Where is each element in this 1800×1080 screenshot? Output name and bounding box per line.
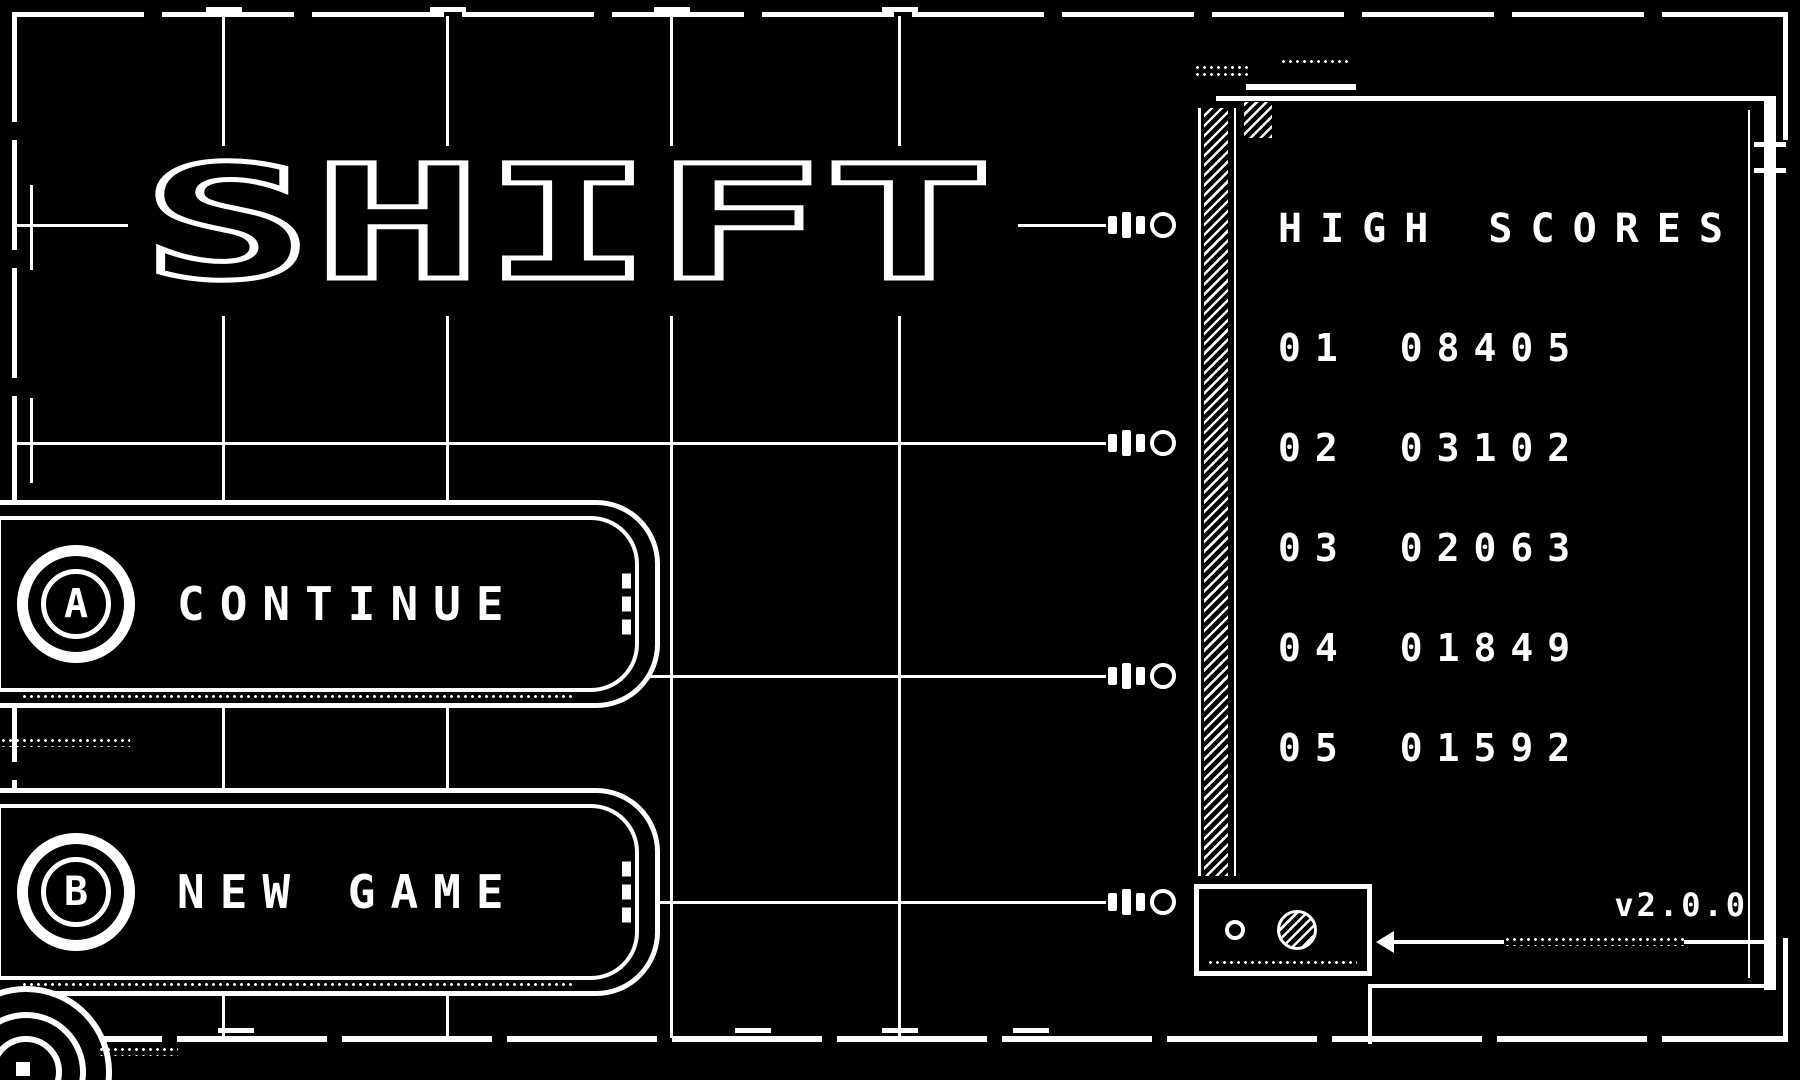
- continue-button-label: CONTINUE: [177, 577, 519, 631]
- button-edge-ornament: [622, 861, 631, 923]
- frame-left-bracket: [30, 185, 33, 270]
- new-game-button-label: NEW GAME: [177, 865, 519, 919]
- button-edge-ornament: [622, 573, 631, 635]
- gamepad-a-icon: A: [17, 545, 135, 663]
- dotted-ornament: [98, 1046, 178, 1056]
- frame-tick: [430, 7, 466, 12]
- panel-drop-line: [1368, 984, 1372, 1044]
- score-row: 05 01592: [1278, 726, 1584, 770]
- small-port-icon: [1225, 920, 1245, 940]
- panel-bolt-icon: [1108, 886, 1176, 918]
- score-rank: 03: [1278, 526, 1352, 570]
- panel-line-ornament: [1684, 940, 1770, 944]
- button-dotted-ornament: [21, 693, 575, 700]
- frame-tick: [1013, 1028, 1049, 1033]
- score-value: 02063: [1399, 526, 1585, 570]
- score-value: 03102: [1399, 426, 1585, 470]
- score-row: 04 01849: [1278, 626, 1584, 670]
- frame-border-right-top: [1783, 12, 1788, 140]
- panel-dotted-ornament: [1194, 64, 1250, 78]
- gamepad-b-icon: B: [17, 833, 135, 951]
- version-label: v2.0.0: [1614, 886, 1748, 924]
- panel-border-left-inner: [1234, 108, 1236, 876]
- panel-dotted-ornament: [1280, 58, 1350, 66]
- score-value: 01592: [1399, 726, 1585, 770]
- high-scores-panel: HIGH SCORES 01 08405 02 03102 03 02063 0…: [1160, 58, 1792, 1044]
- button-key-label: B: [41, 857, 111, 927]
- score-rank: 02: [1278, 426, 1352, 470]
- button-key-label: A: [41, 569, 111, 639]
- panel-bolt-icon: [1108, 660, 1176, 692]
- panel-border-left: [1198, 108, 1201, 876]
- score-value: 01849: [1399, 626, 1585, 670]
- score-row: 01 08405: [1278, 326, 1584, 370]
- panel-bolt-icon: [1108, 427, 1176, 459]
- panel-border-right-inner: [1748, 110, 1750, 978]
- score-rank: 05: [1278, 726, 1352, 770]
- dotted-ornament: [0, 737, 130, 747]
- score-row: 02 03102: [1278, 426, 1584, 470]
- frame-tick: [206, 7, 242, 12]
- panel-hatch-strip: [1204, 108, 1228, 876]
- frame-tick: [735, 1028, 771, 1033]
- frame-tick: [882, 7, 918, 12]
- panel-border-right: [1764, 98, 1776, 990]
- frame-left-bracket: [30, 398, 33, 483]
- frame-tick: [882, 1028, 918, 1033]
- new-game-button[interactable]: B NEW GAME: [0, 788, 660, 996]
- score-rank: 01: [1278, 326, 1352, 370]
- panel-border-bottom: [1368, 984, 1772, 988]
- frame-tick: [218, 1028, 254, 1033]
- connector-box-ornament: [1194, 884, 1372, 976]
- connector-dotted-ornament: [1207, 959, 1357, 967]
- game-title-logo: SHIFT: [128, 146, 1018, 316]
- grid-line-vertical-3: [670, 16, 673, 1038]
- continue-button-face: A CONTINUE: [0, 516, 639, 692]
- frame-border-right-bottom: [1783, 938, 1788, 1042]
- panel-line-ornament: [1394, 940, 1504, 944]
- continue-button[interactable]: A CONTINUE: [0, 500, 660, 708]
- panel-hatch-ornament: [1244, 102, 1272, 138]
- corner-spiral-center: [16, 1062, 30, 1076]
- score-value: 08405: [1399, 326, 1585, 370]
- high-scores-header: HIGH SCORES: [1278, 206, 1741, 252]
- frame-tick: [654, 7, 690, 12]
- large-port-icon: [1277, 910, 1317, 950]
- panel-border-top: [1216, 96, 1776, 101]
- button-dotted-ornament: [21, 981, 575, 988]
- grid-line-vertical-4: [898, 16, 901, 1038]
- game-title: SHIFT: [142, 146, 994, 316]
- score-rank: 04: [1278, 626, 1352, 670]
- grid-line-horizontal-2: [16, 442, 1106, 445]
- new-game-button-face: B NEW GAME: [0, 804, 639, 980]
- panel-bolt-icon: [1108, 209, 1176, 241]
- score-row: 03 02063: [1278, 526, 1584, 570]
- panel-ornament: [1246, 84, 1356, 90]
- panel-dotted-line: [1504, 936, 1684, 946]
- frame-border-bottom: [12, 1036, 1788, 1042]
- frame-border-top: [12, 12, 1788, 17]
- left-arrow-icon: [1376, 931, 1394, 953]
